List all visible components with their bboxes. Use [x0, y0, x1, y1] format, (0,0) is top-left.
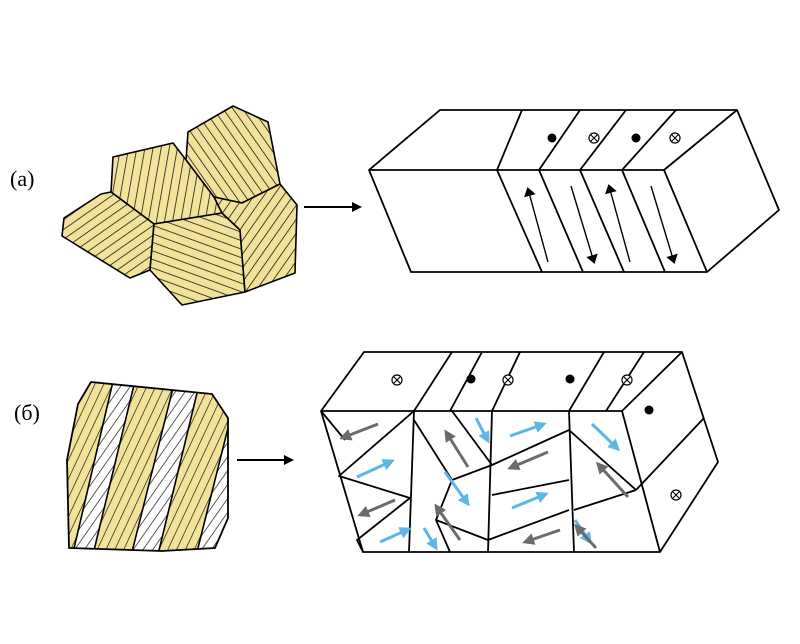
- dot-symbol: [466, 374, 476, 384]
- domain-block-a: [368, 109, 780, 273]
- arrow-grey: [357, 498, 396, 517]
- panel-a-label: (а): [10, 166, 34, 191]
- cross-symbol: [670, 489, 682, 501]
- arrow-grey: [434, 503, 462, 541]
- arrow-blue: [356, 459, 395, 479]
- dot-symbol: [547, 133, 557, 143]
- cross-symbol: [669, 132, 681, 144]
- arrow-blue: [511, 491, 549, 510]
- grain: [149, 212, 246, 306]
- arrow-blue: [422, 527, 438, 551]
- arrow-blue: [509, 421, 547, 438]
- cross-symbol: [391, 374, 403, 386]
- arrow-grey: [507, 450, 549, 471]
- domain-block-b: [320, 351, 719, 553]
- cross-symbol: [621, 374, 633, 386]
- top-symbols-a: [547, 132, 681, 144]
- cross-symbol: [588, 132, 600, 144]
- grain: [213, 183, 298, 293]
- dot-symbol: [631, 133, 641, 143]
- domain-arrows-b: [339, 417, 630, 551]
- arrow-grey: [522, 528, 561, 545]
- arrow-grey: [339, 422, 379, 441]
- dot-symbol: [565, 374, 575, 384]
- arrow-blue: [474, 417, 490, 444]
- arrow-grey: [444, 429, 470, 468]
- top-symbols-b: [391, 374, 682, 501]
- arrow-blue: [443, 471, 470, 507]
- arrow-blue: [590, 422, 621, 452]
- polycrystal-grains: [61, 105, 298, 306]
- stripe-domain: [67, 382, 118, 551]
- arrow-blue: [379, 527, 412, 544]
- cross-symbol: [502, 374, 514, 386]
- domain-arrows-a: [524, 184, 678, 264]
- stripe-domain: [82, 382, 180, 551]
- arrow-grey: [573, 523, 598, 550]
- panel-b-label: (б): [14, 400, 40, 425]
- arrow-grey: [595, 461, 630, 499]
- dot-symbol: [644, 405, 654, 415]
- single-crystal: [67, 382, 228, 551]
- stripe-domain: [147, 382, 228, 551]
